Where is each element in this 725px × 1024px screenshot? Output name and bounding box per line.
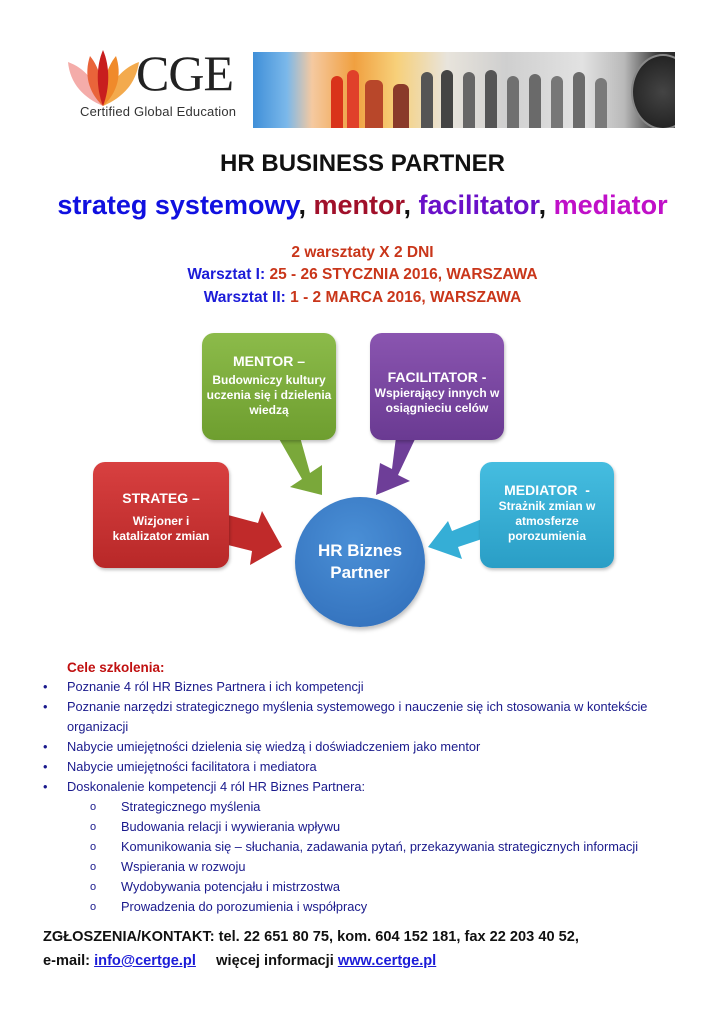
goal-subitem: o Komunikowania się – słuchania, zadawani…: [67, 837, 700, 857]
center-circle: HR Biznes Partner: [295, 497, 425, 627]
mediator-title: MEDIATOR -: [504, 482, 590, 498]
mentor-title: MENTOR –: [232, 353, 306, 369]
subtitle: strateg systemowy, mentor, facilitator, …: [0, 190, 725, 221]
goal-text: Poznanie narzędzi strategicznego myśleni…: [67, 699, 648, 734]
subtitle-strateg: strateg systemowy: [57, 190, 299, 220]
circle-bullet-icon: o: [90, 801, 97, 813]
circle-bullet-icon: o: [90, 841, 97, 853]
subgoal-text: Prowadzenia do porozumienia i współpracy: [121, 899, 368, 914]
email-link[interactable]: info@certge.pl: [94, 953, 196, 969]
goal-subitem: o Wspierania w rozwoju: [67, 857, 700, 877]
mentor-box: MENTOR – Budowniczy kultury uczenia się …: [202, 333, 336, 440]
bullet-icon: •: [43, 779, 48, 794]
circle-bullet-icon: o: [90, 901, 97, 913]
subgoal-text: Wydobywania potencjału i mistrzostwa: [121, 879, 340, 894]
subgoal-text: Strategicznego myślenia: [121, 799, 261, 814]
goal-subitem: o Strategicznego myślenia: [67, 797, 700, 817]
bullet-icon: •: [43, 699, 48, 714]
website-link[interactable]: www.certge.pl: [337, 953, 437, 969]
banner-image: [253, 52, 675, 128]
goal-subitem: o Wydobywania potencjału i mistrzostwa: [67, 877, 700, 897]
email-label: e-mail:: [43, 953, 95, 969]
subtitle-facilitator: facilitator: [418, 190, 539, 220]
silhouette: [507, 76, 519, 128]
workshop-1-label: Warsztat I:: [187, 266, 270, 283]
facilitator-title: FACILITATOR -: [387, 369, 487, 385]
cge-logo: CGE Certified Global Education: [66, 45, 246, 126]
workshop-1-date: 25 - 26 STYCZNIA 2016, WARSZAWA: [269, 266, 538, 283]
silhouette: [529, 74, 541, 128]
strateg-title: STRATEG –: [122, 490, 200, 506]
mediator-desc: Strażnik zmian w atmosferze porozumienia: [498, 499, 596, 543]
silhouette: [331, 76, 343, 128]
silhouette: [347, 70, 359, 128]
subtitle-mediator: mediator: [553, 190, 668, 220]
subgoal-text: Budowania relacji i wywierania wpływu: [121, 819, 341, 834]
silhouette: [393, 84, 409, 128]
lotus-icon: [68, 50, 139, 106]
goal-item: • Nabycie umiejętności facilitatora i med…: [40, 757, 700, 777]
goal-item: • Nabycie umiejętności dzielenia się wied…: [40, 737, 700, 757]
goal-text: Poznanie 4 ról HR Biznes Partnera i ich …: [67, 679, 364, 694]
contact-section: ZGŁOSZENIA/KONTAKT: tel. 22 651 80 75, k…: [43, 925, 683, 973]
silhouette: [441, 70, 453, 128]
facilitator-arrow: [376, 437, 416, 495]
center-line-1: HR Biznes: [317, 541, 403, 560]
goal-text: Nabycie umiejętności dzielenia się wiedz…: [67, 739, 481, 754]
facilitator-box: FACILITATOR - Wspierający innych w osiąg…: [370, 333, 504, 440]
logo-tagline: Certified Global Education: [80, 104, 237, 119]
strateg-arrow: [228, 511, 282, 565]
facilitator-desc: Wspierający innych w osiągnieciu celów: [374, 386, 500, 415]
logo-brand: CGE: [136, 45, 234, 101]
subtitle-sep: ,: [403, 190, 419, 220]
mediator-box: MEDIATOR - Strażnik zmian w atmosferze p…: [480, 462, 614, 568]
contact-phones: ZGŁOSZENIA/KONTAKT: tel. 22 651 80 75, k…: [43, 929, 579, 945]
silhouette: [573, 72, 585, 128]
bullet-icon: •: [43, 759, 48, 774]
subgoal-text: Komunikowania się – słuchania, zadawania…: [121, 839, 639, 854]
strateg-box: STRATEG – Wizjoner i katalizator zmian: [93, 462, 229, 568]
circle-bullet-icon: o: [90, 861, 97, 873]
silhouette: [551, 76, 563, 128]
center-line-2: Partner: [330, 563, 390, 582]
silhouette: [595, 78, 607, 128]
goal-text: Nabycie umiejętności facilitatora i medi…: [67, 759, 317, 774]
watch-image: [631, 54, 675, 128]
goal-item: • Poznanie narzędzi strategicznego myślen…: [40, 697, 700, 737]
workshop-1: Warsztat I: 25 - 26 STYCZNIA 2016, WARSZ…: [0, 266, 725, 284]
more-info-label: więcej informacji: [195, 953, 338, 969]
goal-subitem: o Prowadzenia do porozumienia i współprac…: [67, 897, 700, 917]
roles-diagram: MENTOR – Budowniczy kultury uczenia się …: [0, 325, 725, 655]
subtitle-mentor: mentor: [313, 190, 404, 220]
mediator-arrow: [428, 519, 482, 559]
circle-bullet-icon: o: [90, 821, 97, 833]
silhouette: [463, 72, 475, 128]
silhouette: [421, 72, 433, 128]
subtitle-sep: ,: [538, 190, 554, 220]
goal-text: Doskonalenie kompetencji 4 ról HR Biznes…: [67, 779, 366, 794]
workshop-2-label: Warsztat II:: [203, 289, 291, 306]
mentor-desc: Budowniczy kultury uczenia się i dzielen…: [206, 373, 332, 417]
goal-item: • Doskonalenie kompetencji 4 ról HR Bizne…: [40, 777, 700, 797]
goal-subitem: o Budowania relacji i wywierania wpływu: [67, 817, 700, 837]
strateg-desc: Wizjoner i katalizator zmian: [112, 514, 210, 543]
goal-item: • Poznanie 4 ról HR Biznes Partnera i ich…: [40, 677, 700, 697]
diagram-arrows: [228, 437, 482, 565]
subgoal-text: Wspierania w rozwoju: [121, 859, 246, 874]
bullet-icon: •: [43, 679, 48, 694]
contact-links: e-mail: info@certge.pl więcej informacji…: [43, 949, 683, 973]
workshop-2-date: 1 - 2 MARCA 2016, WARSZAWA: [290, 289, 522, 306]
training-goals: Cele szkolenia: • Poznanie 4 ról HR Bizne…: [40, 660, 700, 917]
bullet-icon: •: [43, 739, 48, 754]
circle-bullet-icon: o: [90, 881, 97, 893]
silhouette: [365, 80, 383, 128]
mentor-arrow: [278, 437, 322, 495]
page-title: HR BUSINESS PARTNER: [220, 150, 505, 177]
subtitle-sep: ,: [298, 190, 314, 220]
workshops-count: 2 warsztaty X 2 DNI: [291, 244, 434, 261]
goals-heading: Cele szkolenia:: [67, 660, 165, 675]
workshop-2: Warsztat II: 1 - 2 MARCA 2016, WARSZAWA: [0, 289, 725, 307]
silhouette: [485, 70, 497, 128]
